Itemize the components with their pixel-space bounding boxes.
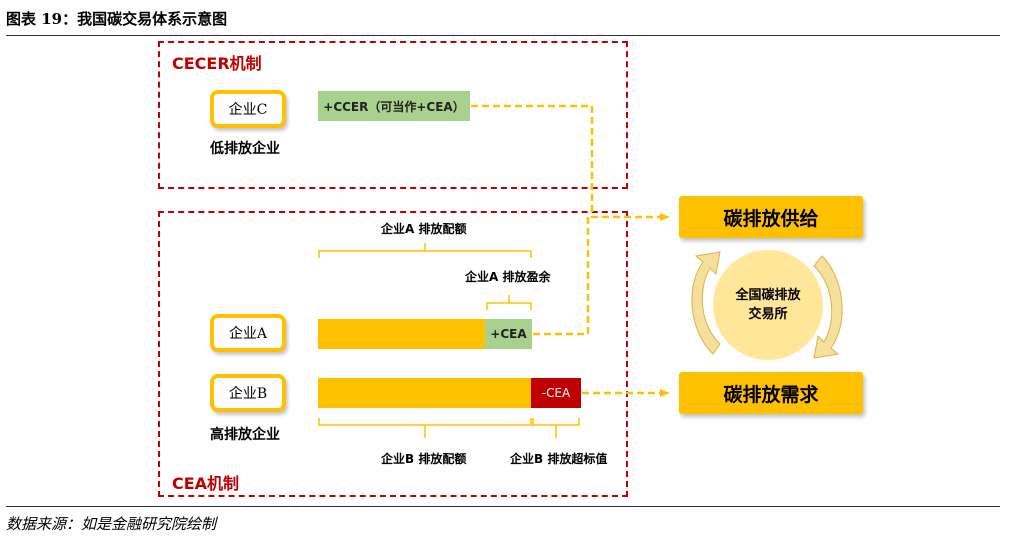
- b-excess-label: 企业B 排放超标值: [510, 452, 608, 466]
- exchange-line1: 全国碳排放: [735, 287, 801, 303]
- a-surplus-to-supply-connector: [533, 217, 590, 336]
- figure-title: 图表 19：我国碳交易体系示意图: [6, 10, 228, 28]
- b-quota-bracket: [318, 418, 532, 438]
- enterprise-b-box: 企业B: [210, 374, 286, 412]
- enterprise-c-box: 企业C: [210, 90, 286, 128]
- bottom-rule: [6, 506, 1000, 507]
- carbon-supply-label: 碳排放供给: [723, 207, 819, 230]
- cecer-section-label: CECER机制: [172, 54, 262, 73]
- ccer-credit-bar: +CCER（可当作+CEA）: [318, 91, 470, 121]
- carbon-demand-label: 碳排放需求: [723, 383, 819, 406]
- exchange-line2: 交易所: [748, 307, 788, 322]
- a-surplus-bracket: [486, 295, 532, 310]
- b-quota-label: 企业B 排放配额: [381, 452, 467, 466]
- a-quota-bracket: [318, 243, 532, 258]
- enterprise-a-box: 企业A: [210, 314, 286, 352]
- carbon-demand-box: 碳排放需求: [679, 372, 863, 414]
- cea-section-label: CEA机制: [172, 474, 240, 493]
- top-rule: [6, 35, 1000, 36]
- cycle-arrow-left-icon: [691, 251, 721, 355]
- enterprise-b-label: 企业B: [228, 386, 268, 402]
- enterprise-c-label: 企业C: [228, 102, 268, 118]
- b-quota-bar: [318, 378, 531, 408]
- carbon-supply-box: 碳排放供给: [679, 196, 863, 238]
- a-quota-bar: [318, 319, 485, 349]
- a-surplus-bar: +CEA: [485, 319, 532, 349]
- low-emission-label: 低排放企业: [210, 141, 280, 157]
- cea-section-box: [158, 211, 628, 497]
- ccer-to-supply-connector: [471, 104, 670, 221]
- source-note: 数据来源：如是金融研究院绘制: [6, 515, 217, 533]
- b-excess-bracket: [532, 418, 580, 438]
- high-emission-label: 高排放企业: [210, 427, 280, 443]
- cycle-arrow-right-icon: [813, 255, 843, 359]
- a-quota-label: 企业A 排放配额: [381, 222, 467, 236]
- enterprise-a-label: 企业A: [228, 326, 268, 342]
- b-deficit-bar: -CEA: [531, 378, 581, 408]
- cecer-section-box: [158, 41, 628, 189]
- exchange-circle: 全国碳排放 交易所: [713, 250, 823, 360]
- a-surplus-label: 企业A 排放盈余: [465, 270, 551, 284]
